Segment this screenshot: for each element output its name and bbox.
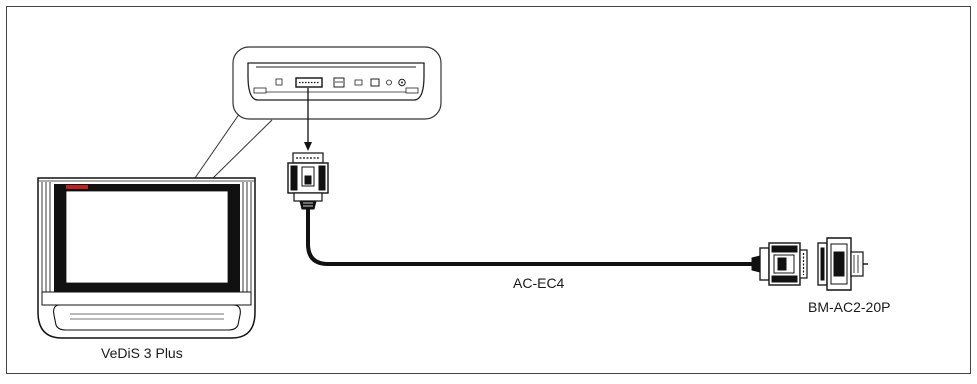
cable-connector-right — [751, 242, 808, 286]
brand-logo — [66, 185, 88, 189]
usb-port-icon — [275, 78, 283, 86]
callout-leader-lines — [194, 109, 273, 179]
cable-label: AC-EC4 — [513, 275, 565, 291]
adapter-bm-ac2-20p — [817, 237, 868, 291]
vedis-3-plus-device — [37, 177, 256, 339]
hdmi-port-icon — [354, 79, 363, 86]
audio-jack-icon — [386, 79, 392, 86]
lan-port-icon — [333, 77, 345, 88]
device-label: VeDiS 3 Plus — [101, 345, 183, 361]
usb2-port-icon — [370, 78, 380, 87]
cable-connector-top — [287, 152, 329, 210]
insert-arrow — [304, 88, 312, 151]
diagram-frame — [6, 6, 971, 374]
cable-ac-ec4 — [306, 209, 752, 266]
port-detail-callout — [232, 46, 442, 120]
adapter-label: BM-AC2-20P — [808, 299, 891, 315]
